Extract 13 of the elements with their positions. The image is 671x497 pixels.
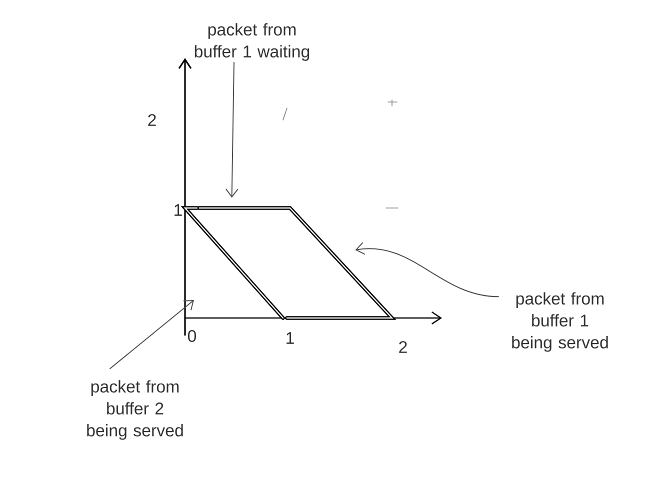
handwritten-note: packet from buffer 1 being served [512, 292, 608, 352]
parallelogram-region [197, 206, 396, 320]
handwritten-note: packet from buffer 2 being served [87, 380, 183, 440]
axis-tick-label: 1 [174, 204, 182, 216]
arrow [110, 300, 194, 370]
handwritten-note: packet from buffer 1 waiting [194, 23, 310, 61]
axis-tick-label: 0 [188, 330, 196, 342]
arrow [225, 62, 238, 198]
triangle-region [180, 206, 285, 320]
axis-tick-label: 1 [286, 332, 294, 344]
axis-tick-label: 2 [148, 114, 156, 126]
arrow [355, 242, 499, 298]
axis-tick-label: 2 [399, 341, 407, 353]
